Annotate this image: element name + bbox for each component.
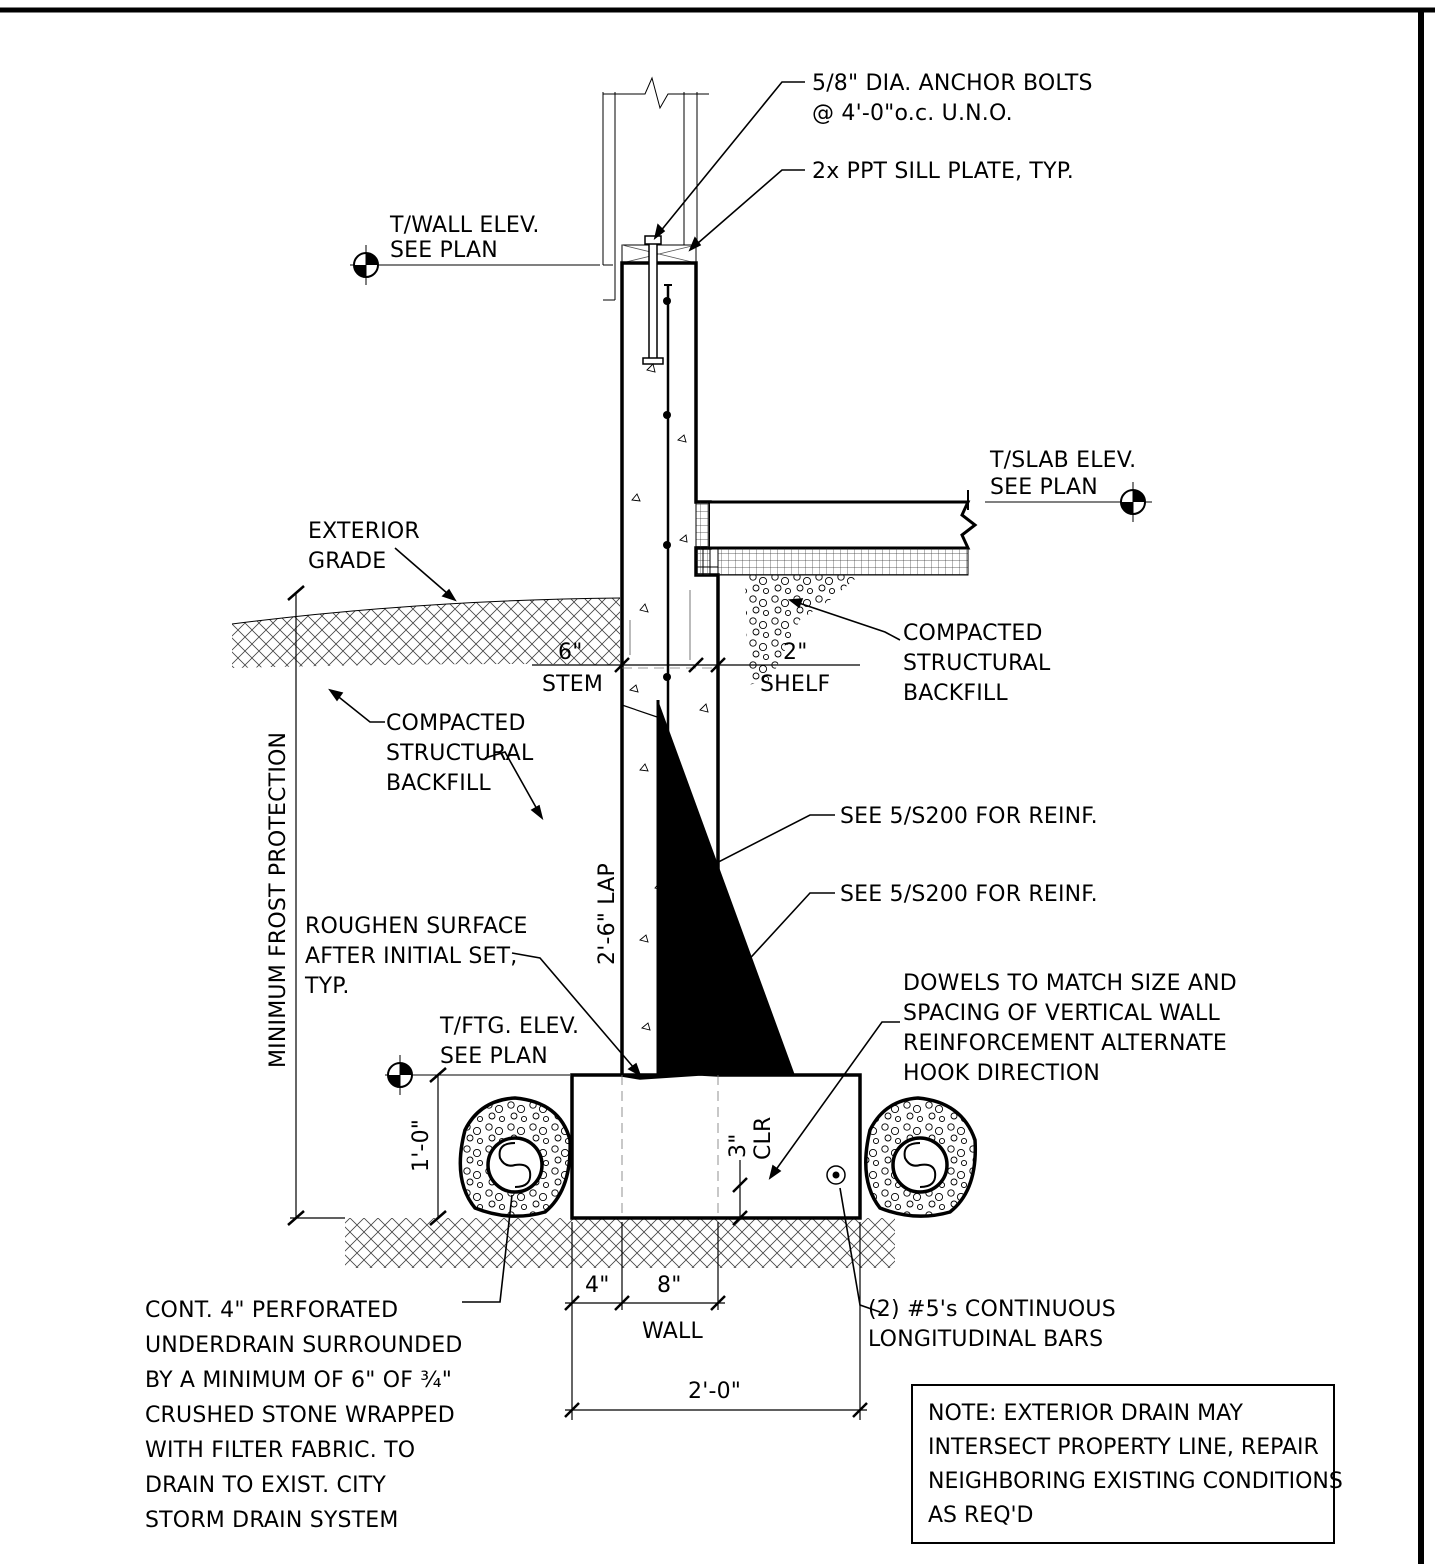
- label-right-backfill-2: STRUCTURAL: [903, 651, 1051, 676]
- label-drain-2: UNDERDRAIN SURROUNDED: [145, 1333, 463, 1358]
- label-dowels-3: REINFORCEMENT ALTERNATE: [903, 1031, 1227, 1056]
- label-tftg-1: T/FTG. ELEV.: [439, 1014, 579, 1039]
- label-stem-dim: 6": [558, 640, 583, 665]
- note-line-3: NEIGHBORING EXISTING CONDITIONS: [928, 1469, 1343, 1494]
- label-bars-1: (2) #5's CONTINUOUS: [868, 1297, 1116, 1322]
- label-shelf: SHELF: [760, 672, 830, 697]
- left-backfill-hatch: [231, 597, 621, 668]
- label-exterior-grade-2: GRADE: [308, 549, 386, 574]
- label-clr-dim: 3": [726, 1133, 751, 1158]
- label-footing-depth: 1'-0": [409, 1119, 434, 1172]
- label-frost-protection: MINIMUM FROST PROTECTION: [266, 732, 291, 1068]
- label-reinf-2: SEE 5/S200 FOR REINF.: [840, 882, 1098, 907]
- label-left-backfill-2: STRUCTURAL: [386, 741, 534, 766]
- label-anchor-bolts-2: @ 4'-0"o.c. U.N.O.: [812, 101, 1013, 126]
- label-left-backfill-1: COMPACTED: [386, 711, 526, 736]
- label-drain-3: BY A MINIMUM OF 6" OF ¾": [145, 1368, 452, 1393]
- label-tftg-2: SEE PLAN: [440, 1044, 548, 1069]
- left-underdrain: [458, 1096, 572, 1218]
- label-roughen-3: TYP.: [304, 974, 350, 999]
- label-roughen-1: ROUGHEN SURFACE: [305, 914, 528, 939]
- twall-elevation-marker: [350, 245, 600, 285]
- label-drain-4: CRUSHED STONE WRAPPED: [145, 1403, 455, 1428]
- label-dim-8: 8": [657, 1273, 682, 1298]
- bottom-earth-hatch: [345, 1218, 895, 1268]
- label-exterior-grade-1: EXTERIOR: [308, 519, 420, 544]
- label-left-backfill-3: BACKFILL: [386, 771, 491, 796]
- tftg-elevation-marker: [385, 1055, 570, 1095]
- leader-lines: [328, 81, 901, 1313]
- sill-plate: [621, 244, 697, 264]
- label-clr: CLR: [751, 1116, 776, 1160]
- label-sill-plate: 2x PPT SILL PLATE, TYP.: [812, 159, 1074, 184]
- right-underdrain: [864, 1096, 978, 1218]
- anchor-bolt: [642, 235, 664, 365]
- label-drain-7: STORM DRAIN SYSTEM: [145, 1508, 399, 1533]
- label-dim-24: 2'-0": [688, 1379, 741, 1404]
- label-drain-6: DRAIN TO EXIST. CITY: [145, 1473, 386, 1498]
- note-box: NOTE: EXTERIOR DRAIN MAY INTERSECT PROPE…: [911, 1384, 1343, 1544]
- label-dowels-1: DOWELS TO MATCH SIZE AND: [903, 971, 1237, 996]
- label-dim-4: 4": [585, 1273, 610, 1298]
- label-roughen-2: AFTER INITIAL SET,: [305, 944, 518, 969]
- gravel-backfill-under-slab: [745, 575, 860, 685]
- label-anchor-bolts-1: 5/8" DIA. ANCHOR BOLTS: [812, 71, 1093, 96]
- label-twall-2: SEE PLAN: [390, 238, 498, 263]
- label-lap: 2'-6" LAP: [595, 863, 620, 965]
- annotations: 5/8" DIA. ANCHOR BOLTS @ 4'-0"o.c. U.N.O…: [145, 71, 1237, 1533]
- label-tslab-1: T/SLAB ELEV.: [989, 448, 1136, 473]
- tslab-elevation-marker: [985, 482, 1152, 522]
- floor-slab: [710, 490, 978, 576]
- label-dowels-4: HOOK DIRECTION: [903, 1061, 1100, 1086]
- stud-wall-above: [602, 76, 709, 301]
- label-drain-1: CONT. 4" PERFORATED: [145, 1298, 398, 1323]
- label-tslab-2: SEE PLAN: [990, 475, 1098, 500]
- label-dowels-2: SPACING OF VERTICAL WALL: [903, 1001, 1220, 1026]
- label-drain-5: WITH FILTER FABRIC. TO: [145, 1438, 415, 1463]
- label-reinf-1: SEE 5/S200 FOR REINF.: [840, 804, 1098, 829]
- footing: [570, 1072, 862, 1220]
- label-right-backfill-3: BACKFILL: [903, 681, 1008, 706]
- label-wall: WALL: [642, 1319, 703, 1344]
- note-line-1: NOTE: EXTERIOR DRAIN MAY: [928, 1401, 1243, 1426]
- label-shelf-dim: 2": [783, 640, 808, 665]
- label-twall-1: T/WALL ELEV.: [389, 213, 540, 238]
- label-right-backfill-1: COMPACTED: [903, 621, 1043, 646]
- dimension-lines: [287, 585, 868, 1420]
- note-line-4: AS REQ'D: [928, 1503, 1034, 1528]
- note-line-2: INTERSECT PROPERTY LINE, REPAIR: [928, 1435, 1319, 1460]
- label-bars-2: LONGITUDINAL BARS: [868, 1327, 1103, 1352]
- label-stem: STEM: [542, 672, 603, 697]
